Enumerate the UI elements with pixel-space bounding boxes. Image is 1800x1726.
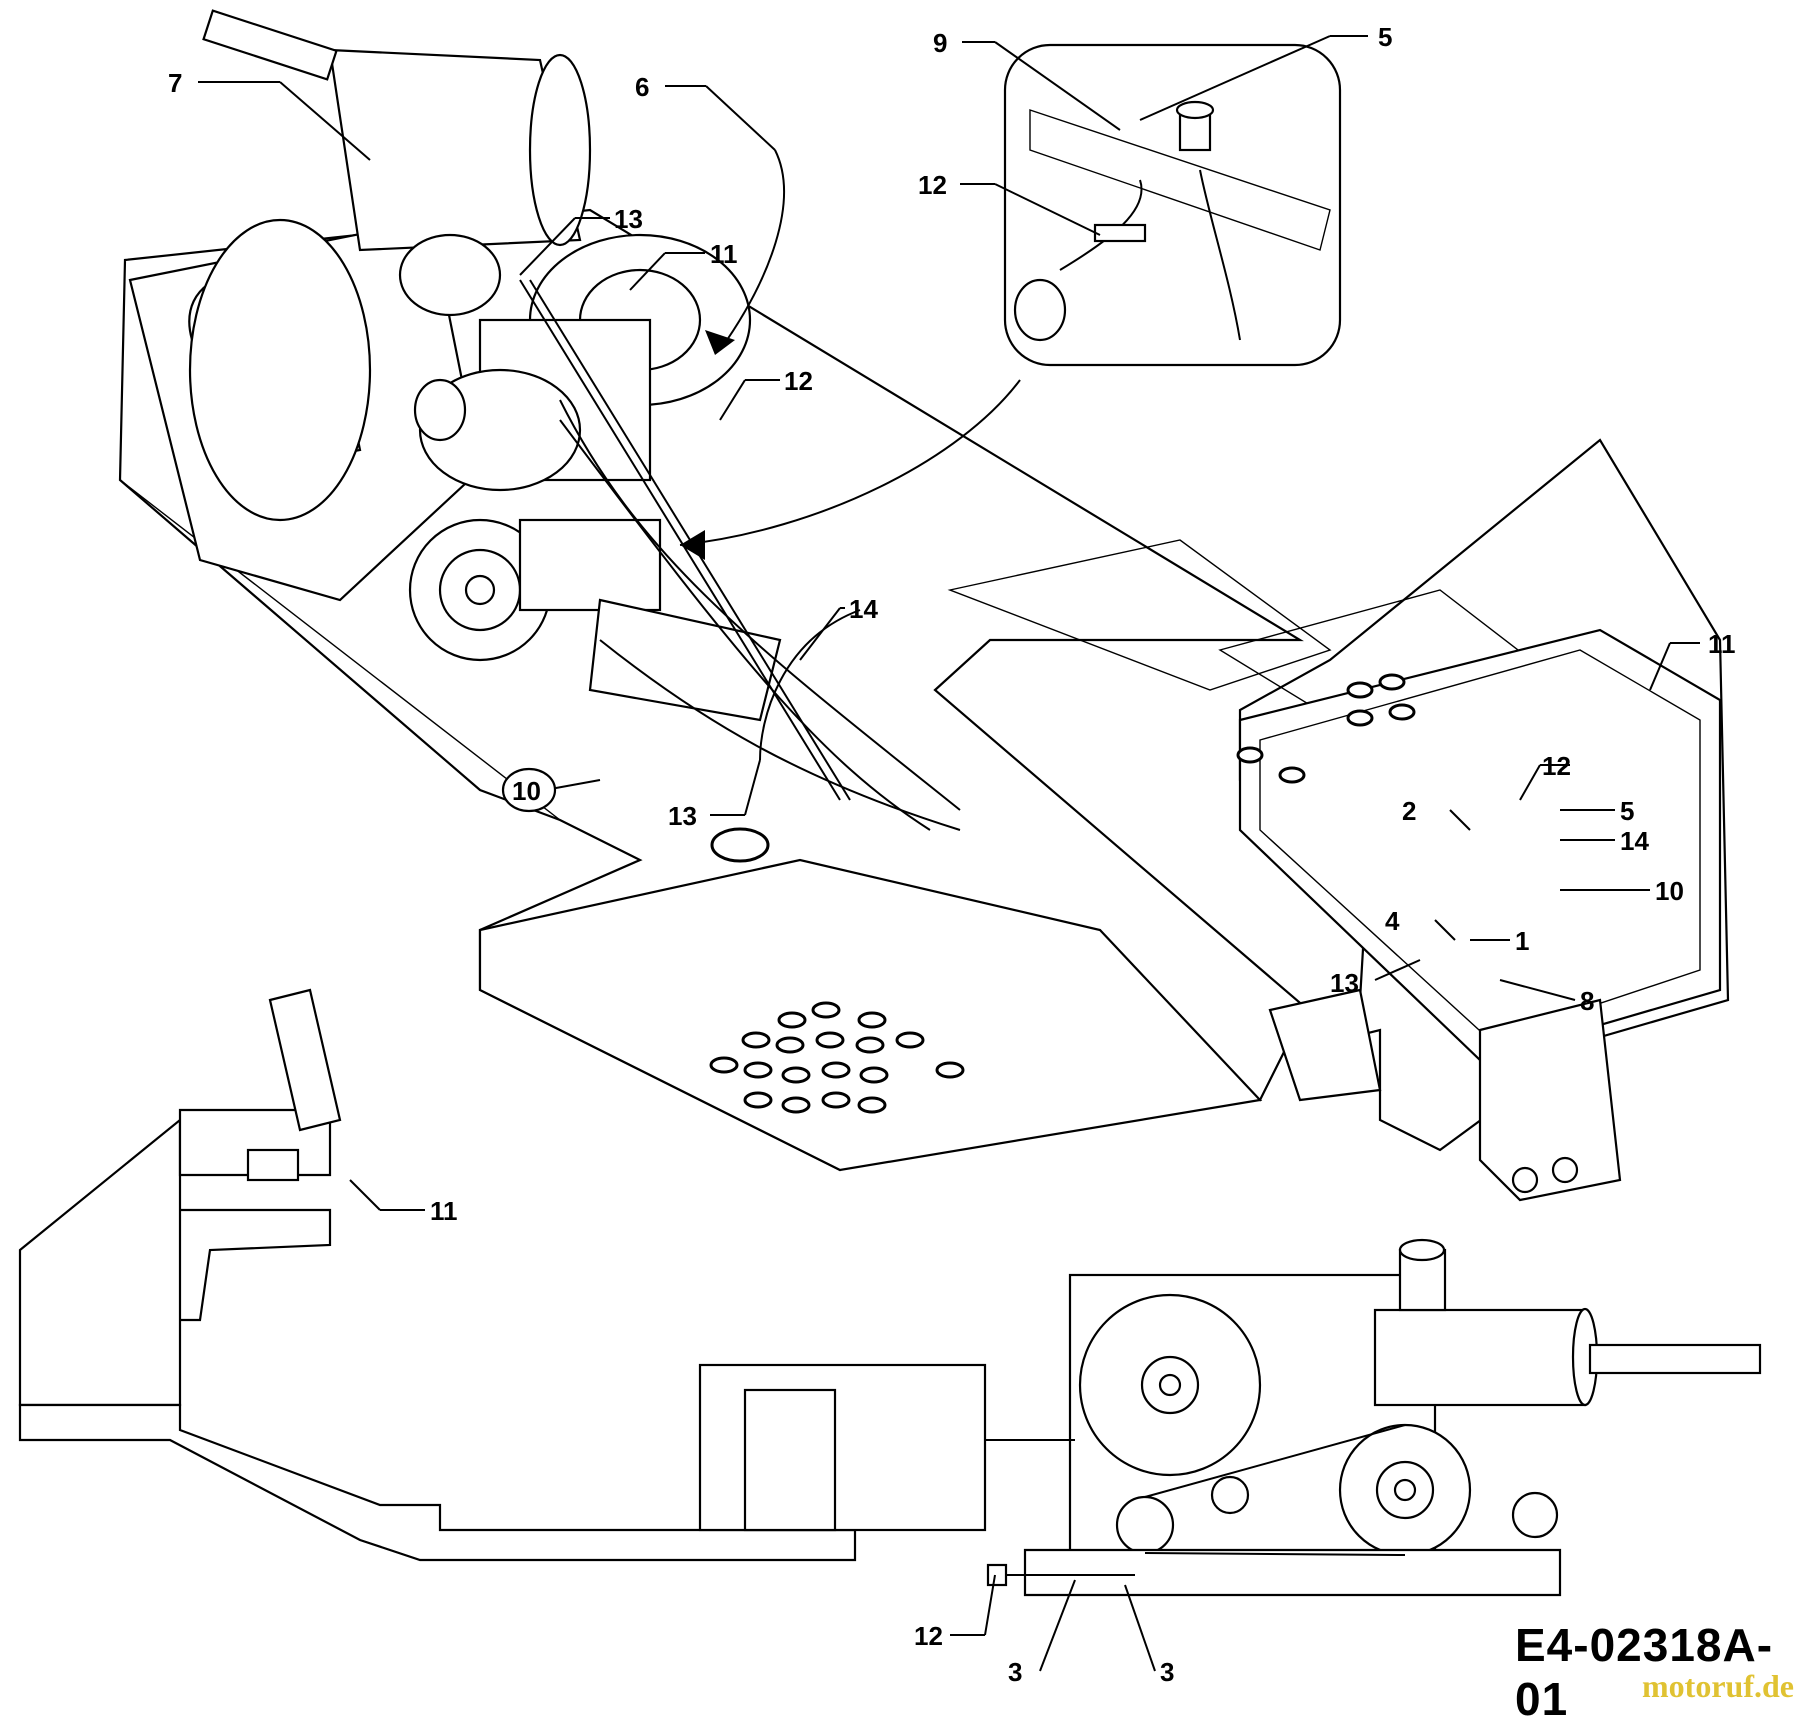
inset-arrow xyxy=(679,379,1021,546)
callout-12-bottom: 12 xyxy=(914,1621,943,1651)
callout-14-right: 14 xyxy=(1620,826,1649,856)
engine-assembly xyxy=(128,9,961,831)
detail-inset xyxy=(1003,43,1342,367)
callout-1: 1 xyxy=(1515,926,1529,956)
callout-12-right: 12 xyxy=(1542,751,1571,781)
callout-6: 6 xyxy=(635,72,649,102)
callout-9: 9 xyxy=(933,28,947,58)
callout-11-bottom: 11 xyxy=(430,1196,458,1226)
callout-labels: 7 6 9 5 12 13 11 12 14 11 12 2 5 14 10 4… xyxy=(168,22,1736,1687)
callout-2: 2 xyxy=(1402,796,1416,826)
callout-8: 8 xyxy=(1580,986,1594,1016)
callout-13-mid: 13 xyxy=(668,801,697,831)
callout-13-top: 13 xyxy=(614,204,643,234)
callout-11-top: 11 xyxy=(710,239,738,269)
callout-12-top: 12 xyxy=(784,366,813,396)
callout-3-left: 3 xyxy=(1008,1657,1022,1687)
leader-lines xyxy=(198,35,1700,1672)
side-view xyxy=(18,988,1762,1597)
callout-12-inset: 12 xyxy=(918,170,947,200)
callout-13-right: 13 xyxy=(1330,968,1359,998)
callout-11-right: 11 xyxy=(1708,629,1736,659)
callout-3-right: 3 xyxy=(1160,1657,1174,1687)
callout-10-circle xyxy=(501,767,557,813)
clip-arrow xyxy=(719,149,785,351)
callout-5-right: 5 xyxy=(1620,796,1634,826)
callout-7: 7 xyxy=(168,68,182,98)
floor-plate-holes xyxy=(709,673,1416,1114)
document-code: E4-02318A-01 xyxy=(1515,1619,1774,1725)
callout-4: 4 xyxy=(1385,906,1400,936)
callout-14-mid: 14 xyxy=(849,594,878,624)
callout-10-right: 10 xyxy=(1655,876,1684,906)
watermark-logo: motoruf.de xyxy=(1642,1668,1794,1704)
callout-5-top: 5 xyxy=(1378,22,1392,52)
callout-10-mid: 10 xyxy=(512,776,541,806)
